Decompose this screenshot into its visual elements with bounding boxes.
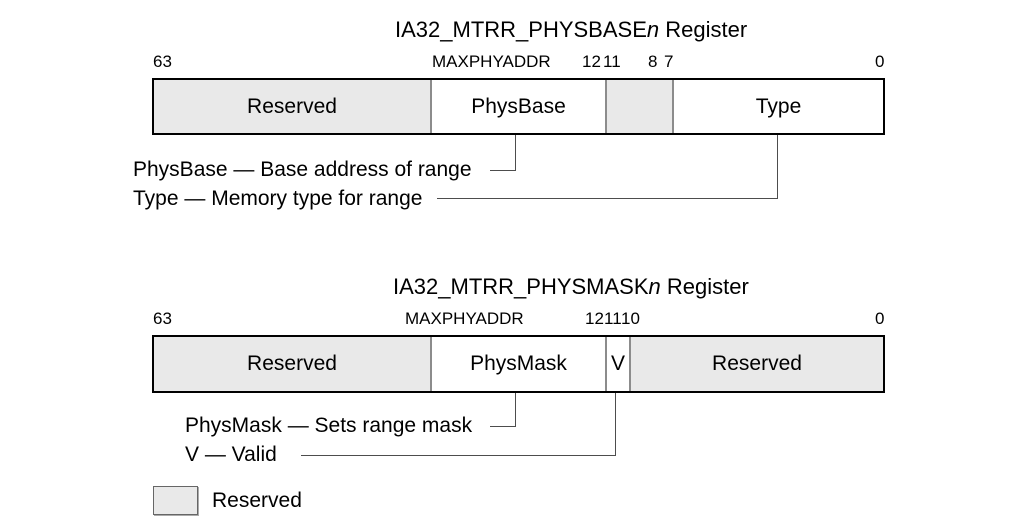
physbase-field-physbase: PhysBase <box>430 80 605 133</box>
physmask-register-title: IA32_MTRR_PHYSMASKn Register <box>393 274 749 299</box>
physbase-title-suffix: Register <box>659 17 748 42</box>
physbase-register-title: IA32_MTRR_PHYSBASEn Register <box>395 17 747 42</box>
physbase-maxphyaddr-label: MAXPHYADDR <box>432 52 551 71</box>
physmask-callout-line <box>490 393 516 427</box>
physmask-maxphyaddr-label: MAXPHYADDR <box>405 309 524 328</box>
physmask-title-suffix: Register <box>660 274 749 299</box>
physmask-field-valid: V <box>605 337 629 391</box>
valid-callout-line <box>301 393 616 456</box>
physmask-bit-12: 12 <box>585 309 604 328</box>
physbase-bit-12: 12 <box>582 52 601 71</box>
type-callout-text: Type — Memory type for range <box>133 187 423 210</box>
physbase-bit-11: 11 <box>603 52 621 71</box>
physmask-callout-text: PhysMask — Sets range mask <box>185 414 473 437</box>
physmask-field-reserved-low: Reserved <box>629 337 883 391</box>
physmask-bit-63: 63 <box>153 309 172 328</box>
physbase-bit-8: 8 <box>648 52 658 71</box>
physmask-field-physmask: PhysMask <box>430 337 605 391</box>
valid-callout-text: V — Valid <box>185 443 277 466</box>
physbase-title-prefix: IA32_MTRR_PHYSBASE <box>395 17 647 42</box>
physmask-field-reserved-high: Reserved <box>154 337 430 391</box>
physmask-bit-11: 11 <box>604 309 622 328</box>
physmask-bit-0: 0 <box>875 309 885 328</box>
physmask-register-box: Reserved PhysMask V Reserved <box>152 335 885 393</box>
physbase-bit-63: 63 <box>153 52 172 71</box>
physbase-field-type: Type <box>672 80 883 133</box>
physbase-title-n: n <box>646 17 660 42</box>
legend-reserved-swatch <box>153 486 198 515</box>
physbase-register-box: Reserved PhysBase Type <box>152 78 885 135</box>
physmask-title-prefix: IA32_MTRR_PHYSMASK <box>393 274 649 299</box>
physmask-bit-10: 10 <box>621 309 640 328</box>
physbase-field-reserved-mid <box>605 80 672 133</box>
physbase-callout-line <box>490 135 516 171</box>
physbase-bit-0: 0 <box>875 52 885 71</box>
legend-reserved-label: Reserved <box>212 489 302 512</box>
type-callout-line <box>437 135 778 199</box>
physbase-field-reserved-high: Reserved <box>154 80 430 133</box>
physmask-title-n: n <box>648 274 661 299</box>
physbase-callout-text: PhysBase — Base address of range <box>133 158 472 181</box>
physbase-bit-7: 7 <box>664 52 674 71</box>
